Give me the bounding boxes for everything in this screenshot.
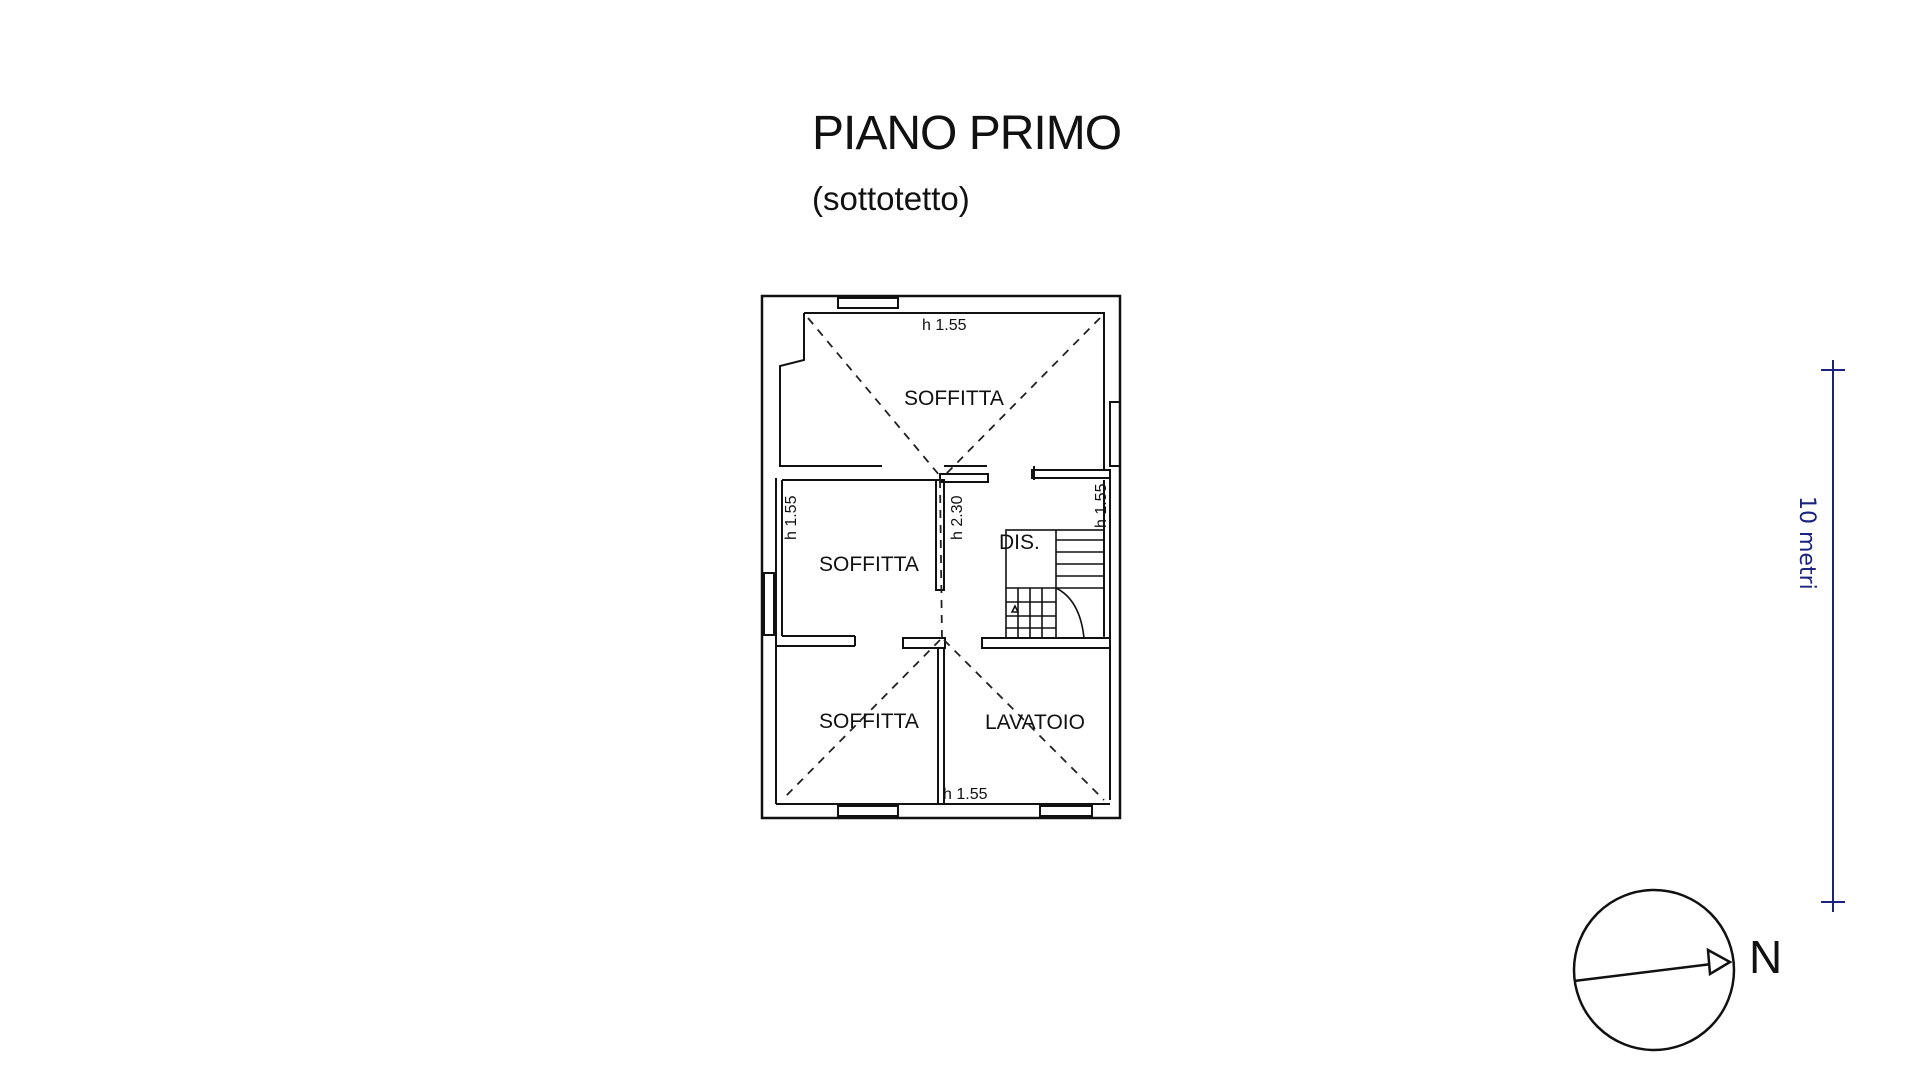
room-label-soffitta-top: SOFFITTA [904,387,1004,410]
room-label-lavatoio: LAVATOIO [985,711,1085,734]
scale-bar-label: 10 metri [1794,496,1819,590]
height-label-top: h 1.55 [922,317,967,334]
north-arrow-label: N [1749,931,1782,983]
height-label-bottom: h 1.55 [943,786,988,803]
interior-walls [776,469,1111,804]
scale-bar [1821,360,1845,912]
staircase [1005,529,1105,639]
page-subtitle: (sottotetto) [812,180,970,217]
page-title: PIANO PRIMO [812,107,1122,160]
height-label-left: h 1.55 [783,495,800,540]
room-label-soffitta-left: SOFFITTA [819,553,919,576]
room-label-dis: DIS. [999,531,1040,554]
height-label-corridor: h 2.30 [949,495,966,540]
north-arrow-icon [1572,888,1736,1052]
windows [763,297,1121,817]
room-label-soffitta-bottom: SOFFITTA [819,710,919,733]
height-label-right: h 1.55 [1093,483,1110,528]
roof-hip-lines [781,317,1105,801]
